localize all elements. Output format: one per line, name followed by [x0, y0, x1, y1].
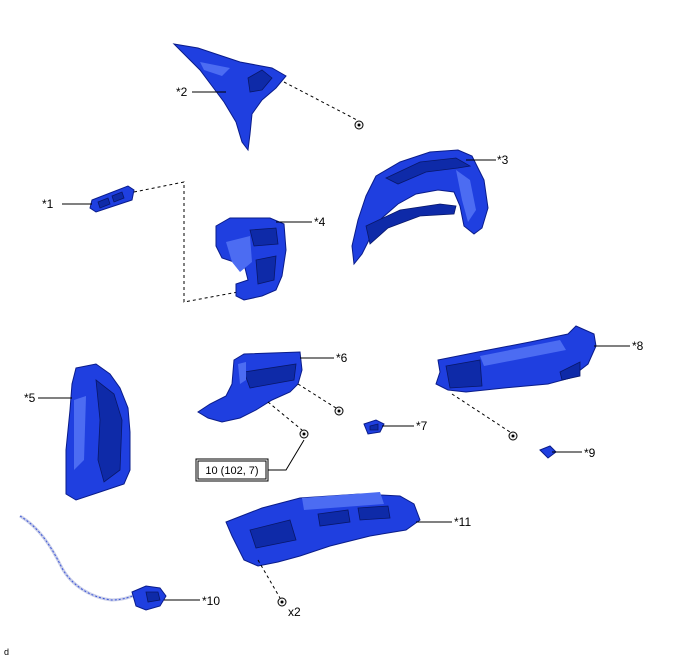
callout-9: *9: [584, 446, 596, 460]
dash-2-bolt: [283, 81, 358, 121]
callout-1: *1: [42, 197, 54, 211]
bolt-6b: [299, 429, 309, 439]
callout-3: *3: [497, 153, 509, 167]
callout-6: *6: [336, 351, 348, 365]
callout-10: *10: [202, 594, 220, 608]
dash-8-bolt: [451, 393, 511, 433]
dash-6-bolt-b: [267, 401, 303, 431]
callout-11: *11: [454, 515, 471, 529]
leader-torque: [268, 439, 305, 471]
torque-box: 10 (102, 7): [195, 458, 269, 482]
part-11: [225, 492, 421, 567]
part-7: [363, 419, 385, 435]
dash-1-to-4: [133, 181, 239, 303]
dash-11-bolt: [257, 559, 281, 599]
bolt-6a: [334, 406, 344, 416]
callout-4: *4: [314, 215, 326, 229]
part-2: [172, 43, 287, 152]
bolt-11: [277, 597, 287, 607]
callout-8: *8: [632, 339, 644, 353]
corner-mark: d: [4, 647, 9, 657]
torque-spec: 10 (102, 7): [205, 465, 258, 477]
part-4: [215, 217, 287, 301]
callout-2: *2: [176, 85, 188, 99]
part-8: [435, 325, 597, 393]
bolt-quantity: x2: [288, 605, 301, 619]
callout-7: *7: [416, 419, 428, 433]
callout-5: *5: [24, 391, 36, 405]
part-6: [197, 351, 303, 423]
part-1: [89, 185, 135, 213]
part-5: [65, 363, 131, 501]
bolt-8: [508, 431, 518, 441]
part-3: [351, 149, 489, 266]
bolt-2: [354, 120, 364, 130]
part-10: [19, 514, 167, 611]
dash-6-bolt-a: [297, 383, 337, 409]
